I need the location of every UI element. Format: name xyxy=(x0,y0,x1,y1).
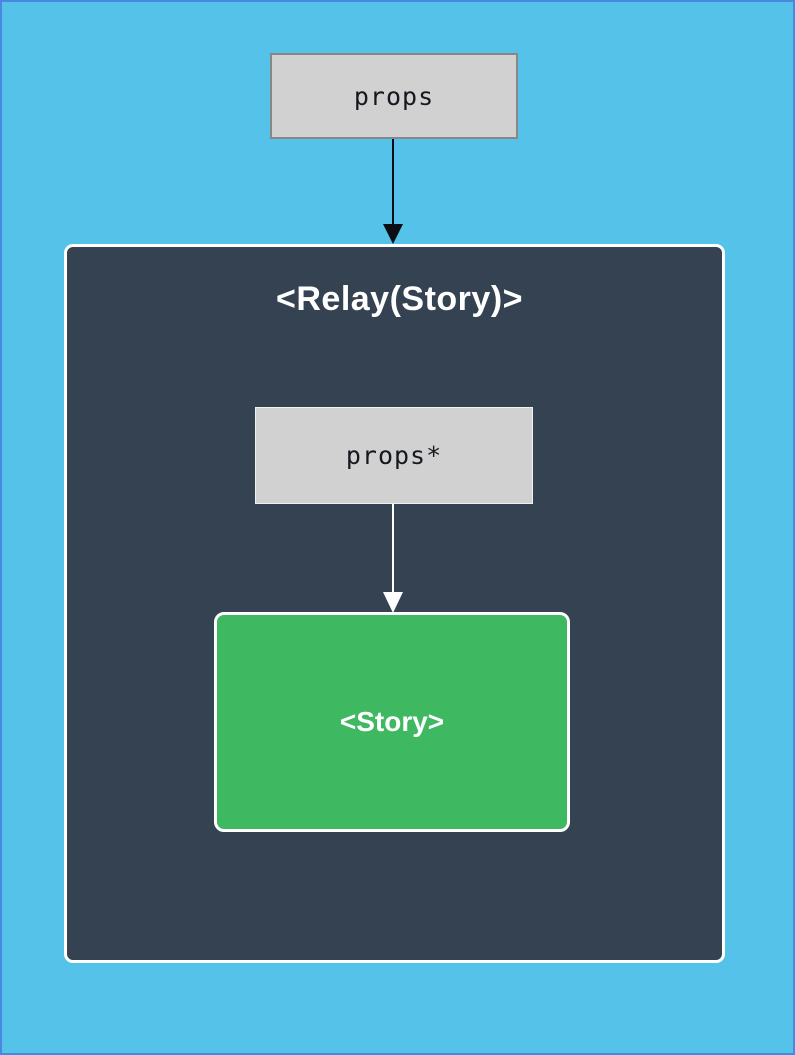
story-node: <Story> xyxy=(214,612,570,832)
story-node-label: <Story> xyxy=(339,706,445,737)
arrow-shaft xyxy=(392,504,394,593)
props-node-label: props xyxy=(353,81,435,111)
props-node: props xyxy=(270,53,518,139)
props-star-node: props* xyxy=(255,407,533,504)
arrow-shaft xyxy=(392,139,394,225)
arrow-head-icon xyxy=(383,224,403,244)
arrow-head-icon xyxy=(383,592,403,613)
props-star-node-label: props* xyxy=(345,441,443,470)
relay-container-title: <Relay(Story)> xyxy=(276,280,523,318)
